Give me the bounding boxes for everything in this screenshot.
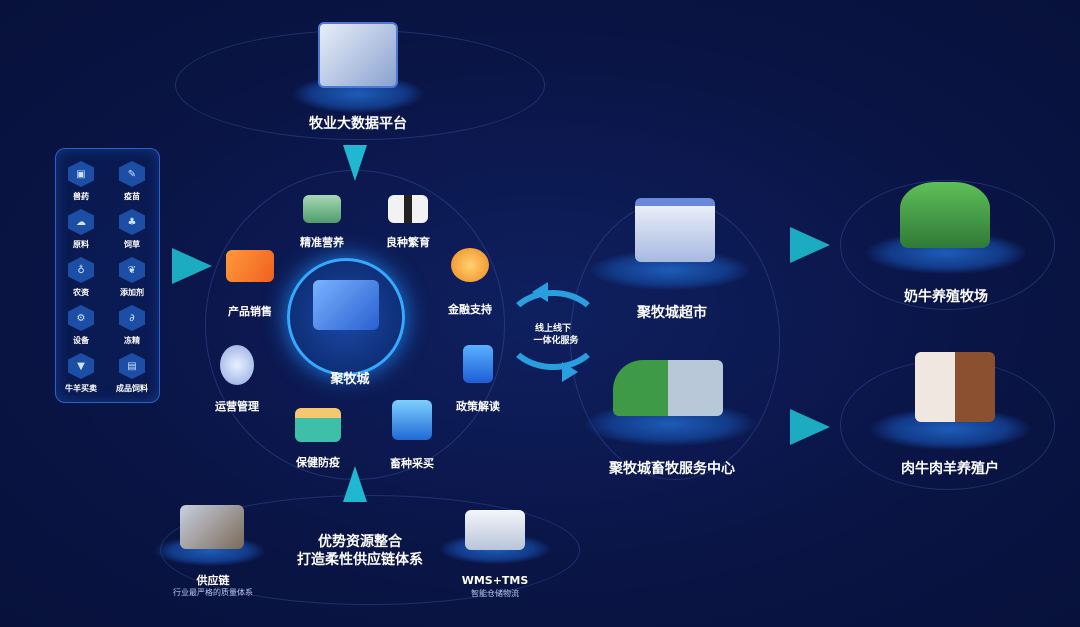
service-center-illustration (613, 360, 723, 416)
service-center-title[interactable]: 聚牧城畜牧服务中心 (609, 461, 735, 477)
frozen-semen-icon: ∂ (119, 305, 145, 331)
syringe-icon: ✎ (119, 161, 145, 187)
cycle-label-line2: 一体化服务 (533, 336, 579, 346)
marketplace-illustration (313, 280, 379, 330)
big-data-platform-illustration (318, 22, 398, 88)
category-farm-supply[interactable]: ♁农资 (56, 257, 106, 298)
purchase-icon (392, 400, 432, 440)
gear-icon: ⚙ (68, 305, 94, 331)
supply-chain-illustration (180, 505, 244, 549)
ring-item-livestock-purchase[interactable]: 畜种采买 (390, 457, 434, 470)
wms-tms-subtitle: 智能仓储物流 (471, 589, 519, 598)
supply-chain-slogan-line2: 打造柔性供应链体系 (297, 552, 423, 568)
operator-icon (220, 345, 254, 385)
farm-supply-icon: ♁ (68, 257, 94, 283)
cow-icon (388, 195, 428, 223)
arrow-right-icon (172, 248, 212, 284)
category-raw-material[interactable]: ☁原料 (56, 209, 106, 250)
category-frozen-semen[interactable]: ∂冻精 (107, 305, 157, 346)
ring-item-health-epidemic-prevention[interactable]: 保健防疫 (296, 456, 340, 469)
arrow-up-icon (343, 466, 367, 502)
supply-chain-subtitle: 行业最严格的质量体系 (173, 588, 253, 597)
buy-sell-icon (226, 250, 274, 282)
additive-icon: ❦ (119, 257, 145, 283)
arrow-right-icon (790, 409, 830, 445)
ring-item-product-sales[interactable]: 产品销售 (228, 305, 272, 318)
center-hub-title: 聚牧城 (330, 372, 370, 387)
category-livestock-trade[interactable]: ▼牛羊买卖 (56, 353, 106, 394)
medical-kit-icon (295, 408, 341, 442)
ring-item-breeding[interactable]: 良种繁育 (386, 236, 430, 249)
supermarket-illustration (635, 198, 715, 262)
logistics-truck-illustration (465, 510, 525, 550)
category-forage[interactable]: ♣饲草 (107, 209, 157, 250)
supply-chain-slogan-line1: 优势资源整合 (318, 534, 402, 550)
cycle-arrow-head (532, 282, 548, 302)
category-finished-feed[interactable]: ▤成品饲料 (107, 353, 157, 394)
category-equipment[interactable]: ⚙设备 (56, 305, 106, 346)
dairy-farm-illustration (900, 182, 990, 248)
category-vet-medicine[interactable]: ▣兽药 (56, 161, 106, 202)
arrow-down-icon (343, 145, 367, 181)
arrow-right-icon (790, 227, 830, 263)
ring-item-operation-management[interactable]: 运营管理 (215, 400, 259, 413)
ring-item-finance-support[interactable]: 金融支持 (448, 303, 492, 316)
beef-farm-title[interactable]: 肉牛肉羊养殖户 (901, 461, 999, 477)
ring-item-precision-nutrition[interactable]: 精准营养 (300, 236, 344, 249)
cycle-arrows-icon (503, 290, 603, 370)
category-additive[interactable]: ❦添加剂 (107, 257, 157, 298)
wms-tms-title: WMS+TMS (461, 574, 529, 587)
grass-icon: ♣ (119, 209, 145, 235)
category-vaccine[interactable]: ✎疫苗 (107, 161, 157, 202)
finance-chart-icon (451, 248, 489, 282)
raw-material-icon: ☁ (68, 209, 94, 235)
greenhouse-icon (303, 195, 341, 223)
trade-icon: ▼ (68, 353, 94, 379)
document-icon (463, 345, 493, 383)
feed-bag-icon: ▤ (119, 353, 145, 379)
orbit-ring (840, 180, 1055, 310)
cycle-label-line1: 线上线下 (534, 324, 572, 334)
resource-category-panel: ▣兽药 ✎疫苗 ☁原料 ♣饲草 ♁农资 ❦添加剂 ⚙设备 ∂冻精 ▼牛羊买卖 ▤… (55, 148, 160, 403)
supply-chain-title: 供应链 (196, 574, 230, 587)
medicine-bottle-icon: ▣ (68, 161, 94, 187)
big-data-platform-title: 牧业大数据平台 (309, 116, 407, 132)
dairy-farm-title[interactable]: 奶牛养殖牧场 (904, 289, 988, 305)
supermarket-title[interactable]: 聚牧城超市 (637, 305, 707, 321)
cycle-arrow-head (562, 362, 578, 382)
ring-item-policy-interpretation[interactable]: 政策解读 (456, 400, 500, 413)
beef-farm-illustration (915, 352, 995, 422)
